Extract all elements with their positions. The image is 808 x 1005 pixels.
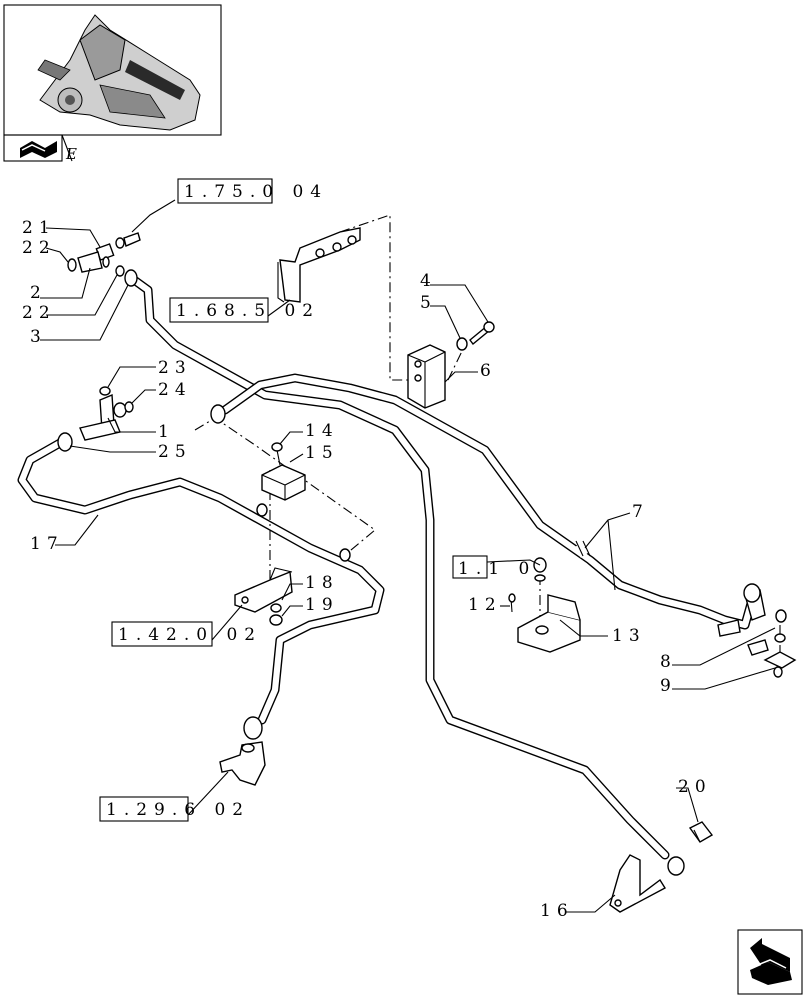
clamp-15 xyxy=(261,442,306,501)
callout-2: 2 xyxy=(30,283,47,303)
next-page-button[interactable] xyxy=(737,929,803,995)
callout-16: 16 xyxy=(540,901,574,921)
reference-box-142[interactable]: 1.42.0 02 xyxy=(111,604,262,647)
nut-pipe-7 xyxy=(210,404,226,424)
reference-box-129[interactable]: 1.29.6 02 xyxy=(99,771,250,822)
svg-text:1.1 0: 1.1 0 xyxy=(458,559,536,579)
clip-20 xyxy=(688,821,714,843)
callout-24: 24 xyxy=(158,380,192,400)
callout-7: 7 xyxy=(632,502,649,522)
connector-21 xyxy=(95,232,141,261)
callout-25: 25 xyxy=(158,442,192,462)
washer-22 xyxy=(115,265,125,277)
pipe-assemblies xyxy=(17,272,757,860)
callout-20: 20 xyxy=(678,777,712,797)
svg-text:1.29.6 02: 1.29.6 02 xyxy=(106,800,250,820)
fitting-right-end xyxy=(717,583,797,678)
callout-13: 13 xyxy=(612,626,646,646)
callout-5: 5 xyxy=(420,293,437,313)
bracket-16 xyxy=(609,854,666,913)
callout-9: 9 xyxy=(660,676,677,696)
washer-5 xyxy=(456,337,468,351)
callout-14: 14 xyxy=(305,421,339,441)
thumbnail-frame: E xyxy=(3,4,222,163)
reference-box-11[interactable]: 1.1 0 xyxy=(452,555,541,579)
bracket-upper xyxy=(277,227,361,303)
nut-3 xyxy=(124,269,138,287)
tractor-transmission-thumbnail xyxy=(37,14,201,131)
callout-22-bottom: 22 xyxy=(22,303,56,323)
page-letter: E xyxy=(65,145,77,163)
callout-12: 12 xyxy=(468,595,502,615)
callouts: 21 22 2 22 3 4 5 6 23 24 1 25 14 15 17 1… xyxy=(22,218,776,921)
callout-1: 1 xyxy=(158,422,175,442)
connector-2 xyxy=(67,251,110,273)
svg-text:1.68.5 02: 1.68.5 02 xyxy=(176,301,320,321)
callout-23: 23 xyxy=(158,358,192,378)
callout-22-top: 22 xyxy=(22,238,56,258)
callout-21: 21 xyxy=(22,218,56,238)
svg-text:1.75.0 04: 1.75.0 04 xyxy=(184,182,328,202)
callout-6: 6 xyxy=(480,361,497,381)
nut-pipe-end xyxy=(667,856,685,876)
callout-3: 3 xyxy=(30,327,47,347)
fitting-bottom xyxy=(219,716,266,786)
bracket-18 xyxy=(234,567,293,626)
reference-box-175[interactable]: 1.75.0 04 xyxy=(131,178,328,233)
callout-18: 18 xyxy=(305,573,339,593)
reference-box-168[interactable]: 1.68.5 02 xyxy=(169,297,320,323)
nut-25 xyxy=(57,432,73,452)
next-page-arrow-icon xyxy=(750,938,792,985)
bolt-4 xyxy=(469,321,495,346)
bracket-13 xyxy=(508,557,581,653)
book-icon xyxy=(20,141,57,158)
svg-text:1.42.0 02: 1.42.0 02 xyxy=(118,625,262,645)
callout-8: 8 xyxy=(660,652,677,672)
callout-17: 17 xyxy=(30,534,64,554)
fittings-and-brackets xyxy=(57,227,797,913)
callout-15: 15 xyxy=(305,443,339,463)
clamp-6 xyxy=(407,344,446,409)
callout-4: 4 xyxy=(420,271,437,291)
callout-19: 19 xyxy=(305,595,339,615)
